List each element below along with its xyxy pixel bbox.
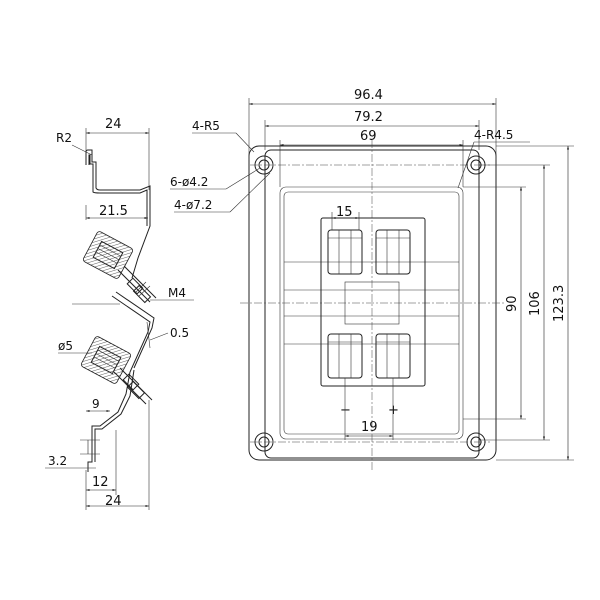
terminal-block-lower (81, 336, 131, 384)
dim-79-2: 79.2 (354, 110, 383, 125)
side-view: 24 R2 21.5 M4 (45, 117, 194, 510)
terminal-top-right (375, 229, 411, 275)
dim-o5: ø5 (58, 339, 73, 353)
dim-m4: M4 (168, 286, 186, 300)
dim-15: 15 (336, 205, 353, 220)
callout-4-o7-2: 4-ø7.2 (174, 198, 212, 212)
dim-9: 9 (92, 397, 100, 411)
terminal-top-left (327, 229, 363, 275)
dim-0-5: 0.5 (170, 326, 189, 340)
side-profile-middle (111, 291, 155, 373)
dim-bottom-24: 24 (105, 494, 122, 509)
callout-4-r4-5: 4-R4.5 (474, 128, 513, 142)
dim-106: 106 (528, 291, 543, 316)
side-profile-top (85, 149, 151, 279)
dim-19: 19 (361, 420, 378, 435)
dim-90: 90 (505, 295, 520, 312)
screw-upper (117, 265, 157, 304)
dim-top-24: 24 (105, 117, 122, 132)
polarity-minus: − (340, 403, 351, 418)
dim-96-4: 96.4 (354, 88, 383, 103)
terminal-block-upper (83, 231, 133, 279)
callout-6-o4-2: 6-ø4.2 (170, 175, 208, 189)
polarity-plus: + (388, 403, 399, 418)
callout-4-r5: 4-R5 (192, 119, 220, 133)
dim-21-5: 21.5 (99, 204, 128, 219)
dim-r2: R2 (56, 131, 72, 145)
terminal-housing (320, 217, 426, 387)
side-profile-bottom (87, 371, 131, 472)
terminal-bottom-left (327, 333, 363, 379)
dim-3-2: 3.2 (48, 454, 67, 468)
dim-69: 69 (360, 129, 377, 144)
terminal-bottom-right (375, 333, 411, 379)
dim-12: 12 (92, 475, 109, 490)
dim-123-3: 123.3 (552, 285, 567, 322)
front-view: − + 15 19 96.4 79.2 69 90 106 (170, 88, 574, 470)
